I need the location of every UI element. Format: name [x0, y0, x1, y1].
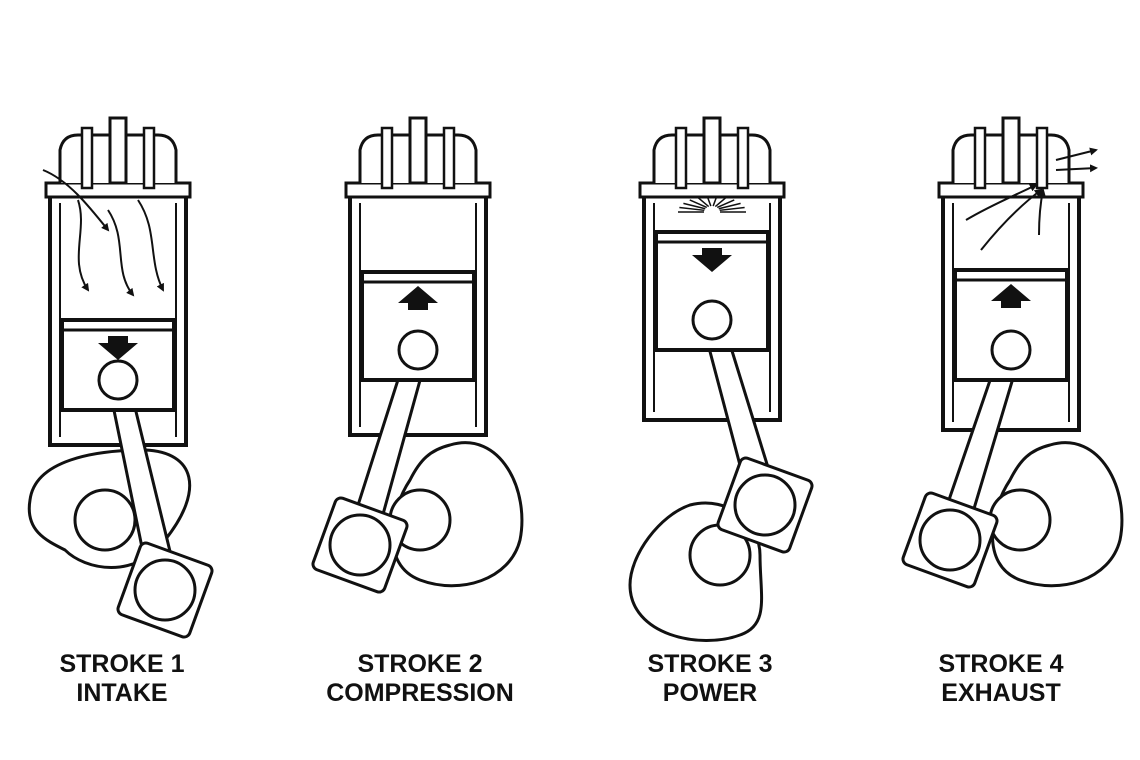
wrist-pin [691, 299, 733, 341]
flow-arrow-icon [1055, 164, 1098, 173]
exhaust-valve [736, 126, 750, 190]
spark-plug [1001, 116, 1021, 185]
stroke-3-name: POWER [662, 679, 758, 707]
stroke-2-number: STROKE 2 [357, 650, 483, 678]
crank-pin [328, 513, 392, 577]
stroke-3-engine [628, 116, 814, 643]
flow-arrow-icon [1037, 188, 1046, 236]
spark-ray [697, 196, 710, 208]
crank-journal [73, 488, 137, 552]
crank-pin [133, 558, 197, 622]
crank-journal [988, 488, 1052, 552]
flow-arrow-icon [965, 184, 1038, 221]
stroke-4-engine [901, 116, 1124, 589]
stroke-4-number: STROKE 4 [938, 650, 1064, 678]
stroke-3-caption: STROKE 3 POWER [580, 650, 840, 708]
exhaust-valve [1035, 126, 1049, 190]
flow-arrow-icon [137, 199, 164, 292]
spark-plug [108, 116, 128, 185]
spark-ray [719, 206, 745, 212]
direction-arrow-icon [692, 248, 732, 272]
intake-valve [973, 126, 987, 190]
spark-ray [706, 195, 712, 207]
spark-ray [679, 206, 705, 212]
direction-arrow-icon [991, 284, 1031, 308]
exhaust-valve [142, 126, 156, 190]
flow-arrow-icon [1055, 147, 1098, 161]
stroke-1-name: INTAKE [76, 679, 168, 707]
intake-valve [674, 126, 688, 190]
spark-plug [702, 116, 722, 185]
stroke-1-engine [27, 116, 214, 639]
stroke-1-number: STROKE 1 [59, 650, 185, 678]
flow-arrow-icon [107, 209, 135, 297]
stroke-2-engine [311, 116, 524, 594]
stroke-3-number: STROKE 3 [647, 650, 773, 678]
intake-valve [80, 126, 94, 190]
direction-arrow-icon [98, 336, 138, 360]
stroke-2-caption: STROKE 2 COMPRESSION [290, 650, 550, 708]
spark-ray [714, 196, 727, 208]
spark-ray [718, 202, 741, 210]
flow-arrow-icon [980, 188, 1043, 251]
spark-ray [689, 199, 708, 209]
spark-ray [716, 199, 735, 209]
spark-ray [712, 195, 718, 207]
cylinder-head-plate [638, 181, 786, 199]
flow-arrow-icon [77, 199, 90, 292]
crank-pin [918, 508, 982, 572]
exhaust-valve [442, 126, 456, 190]
wrist-pin [990, 329, 1032, 371]
intake-valve [380, 126, 394, 190]
direction-arrow-icon [398, 286, 438, 310]
cylinder-head-plate [937, 181, 1085, 199]
stroke-2-name: COMPRESSION [326, 679, 514, 707]
stroke-4-name: EXHAUST [941, 679, 1061, 707]
spark-ray [683, 202, 706, 210]
spark-icon [678, 195, 746, 213]
cylinder-head-plate [344, 181, 492, 199]
stroke-4-caption: STROKE 4 EXHAUST [871, 650, 1131, 708]
crank-pin [733, 473, 797, 537]
flow-arrow-icon [42, 169, 110, 232]
stroke-1-caption: STROKE 1 INTAKE [0, 650, 252, 708]
wrist-pin [97, 359, 139, 401]
spark-plug [408, 116, 428, 185]
wrist-pin [397, 329, 439, 371]
